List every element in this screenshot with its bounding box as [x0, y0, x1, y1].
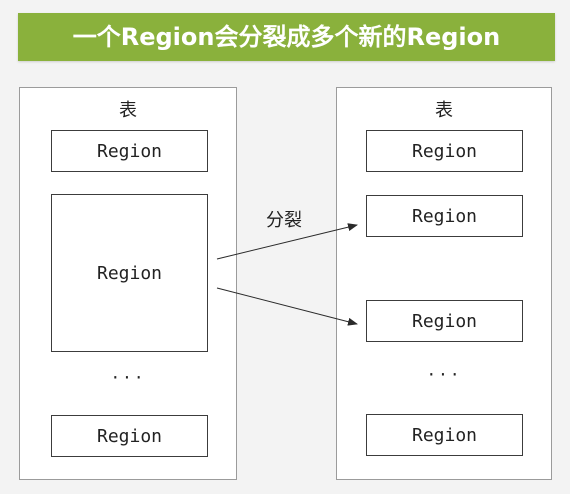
split-arrow-lower — [216, 287, 358, 326]
right-region-split-b: Region — [366, 300, 523, 342]
right-region-last: Region — [366, 414, 523, 456]
left-region-1: Region — [51, 130, 208, 172]
left-region-1-label: Region — [96, 140, 163, 162]
right-region-1-label: Region — [411, 140, 478, 162]
split-arrow-upper — [216, 223, 358, 260]
diagram-title: 一个Region会分裂成多个新的Region — [72, 23, 501, 51]
right-region-1: Region — [366, 130, 523, 172]
left-table-panel: 表 Region Region ··· Region — [19, 87, 237, 480]
left-region-last-label: Region — [96, 425, 163, 447]
title-banner: 一个Region会分裂成多个新的Region — [18, 13, 555, 61]
right-table-panel: 表 Region Region Region ··· Region — [336, 87, 552, 480]
right-table-label: 表 — [435, 100, 453, 121]
right-ellipsis: ··· — [426, 365, 462, 384]
left-region-splitting: Region — [51, 194, 208, 352]
left-ellipsis: ··· — [110, 368, 146, 387]
right-region-last-label: Region — [411, 424, 478, 446]
right-region-split-a-label: Region — [411, 205, 478, 227]
split-label: 分裂 — [266, 210, 302, 231]
left-region-last: Region — [51, 415, 208, 457]
left-region-splitting-label: Region — [96, 262, 163, 284]
right-region-split-a: Region — [366, 195, 523, 237]
left-table-label: 表 — [119, 100, 137, 121]
right-region-split-b-label: Region — [411, 310, 478, 332]
